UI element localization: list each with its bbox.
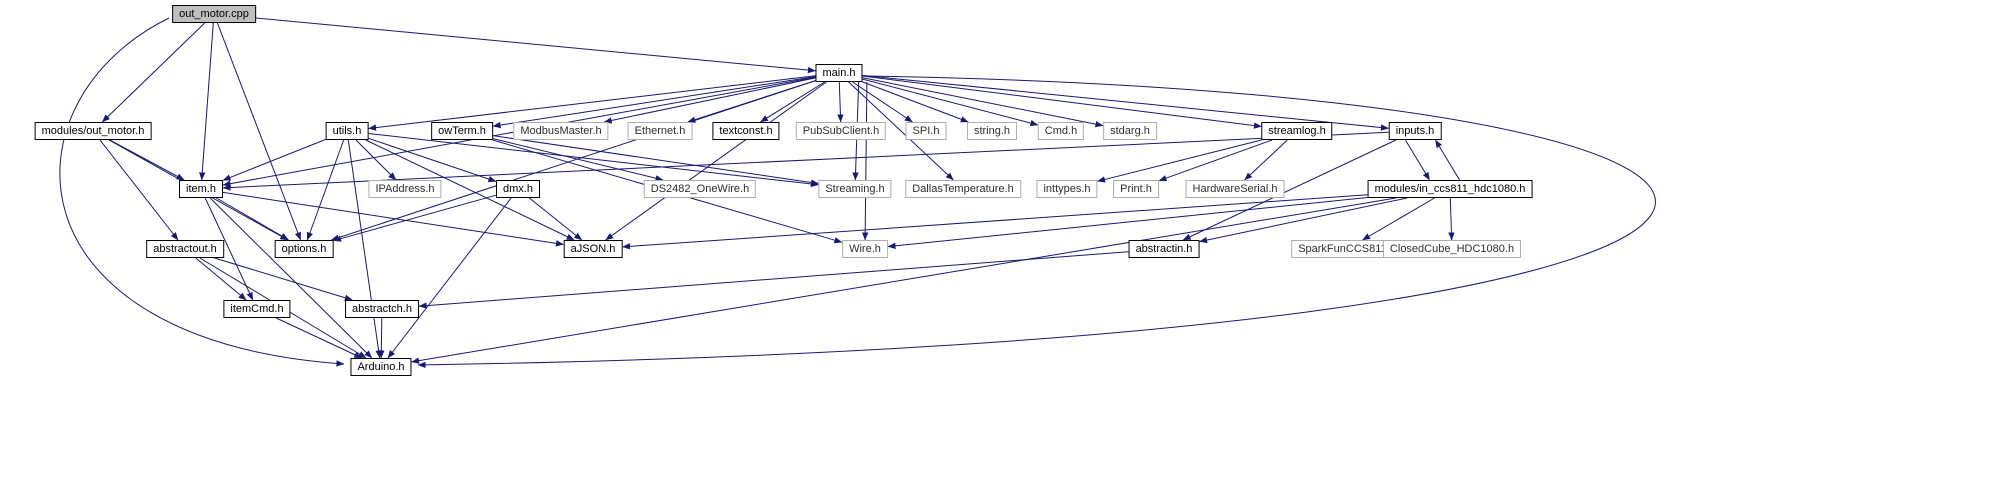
node-dmx_h[interactable]: dmx.h	[496, 180, 540, 198]
edge-utils_h--arduino_h	[347, 139, 382, 359]
edge-modules_in_ccs811_hdc1080_h--wire_h	[887, 197, 1368, 250]
edge-main_h--pubsubclient_h	[837, 81, 844, 123]
edge-main_h--spi_h	[852, 81, 913, 123]
node-modules_in_ccs811_hdc1080_h[interactable]: modules/in_ccs811_hdc1080.h	[1367, 180, 1533, 198]
node-ds2482_onewire_h[interactable]: DS2482_OneWire.h	[643, 180, 757, 198]
edge-main_h--inputs_h	[862, 74, 1389, 131]
edge-modules_in_ccs811_hdc1080_h--abstractin_h	[1199, 197, 1408, 244]
edge-itemcmd_h--arduino_h	[275, 317, 363, 359]
edge-main_h--string_h	[862, 81, 969, 123]
edge-modules_in_ccs811_hdc1080_h--closedcube_hdc1080_h	[1448, 197, 1455, 241]
node-pubsubclient_h[interactable]: PubSubClient.h	[795, 122, 887, 140]
node-abstractout_h[interactable]: abstractout.h	[146, 240, 224, 258]
edge-streamlog_h--print_h	[1158, 139, 1273, 182]
edge-utils_h--streaming_h	[368, 133, 819, 188]
node-streamlog_h[interactable]: streamlog.h	[1261, 122, 1333, 140]
edge-owterm_h--ds2482_onewire_h	[492, 138, 664, 182]
edge-utils_h--dmx_h	[368, 137, 497, 183]
node-abstractch_h[interactable]: abstractch.h	[345, 300, 419, 318]
node-main_h[interactable]: main.h	[815, 64, 863, 82]
edge-dmx_h--arduino_h	[387, 197, 512, 359]
edge-inputs_h--abstractin_h	[1182, 139, 1397, 241]
edge-streamlog_h--inttypes_h	[1097, 139, 1262, 183]
edge-utils_h--ajson_h	[365, 139, 575, 241]
node-sparkfunccs811_h[interactable]: SparkFunCCS811.h	[1291, 240, 1403, 258]
node-arduino_h[interactable]: Arduino.h	[350, 358, 412, 376]
edge-item_h--ajson_h	[222, 191, 564, 247]
node-print_h[interactable]: Print.h	[1113, 180, 1159, 198]
node-streaming_h[interactable]: Streaming.h	[818, 180, 892, 198]
edge-owterm_h--streaming_h	[492, 135, 819, 186]
node-options_h[interactable]: options.h	[274, 240, 334, 258]
edge-abstractout_h--itemcmd_h	[195, 257, 247, 301]
edge-out_motor_cpp--main_h	[255, 17, 816, 74]
edge-utils_h--options_h	[306, 139, 345, 241]
node-owterm_h[interactable]: owTerm.h	[431, 122, 493, 140]
edge-item_h--options_h	[216, 197, 289, 241]
edge-dmx_h--ajson_h	[528, 197, 583, 241]
node-wire_h[interactable]: Wire.h	[842, 240, 888, 258]
edge-streamlog_h--hardwareserial_h	[1244, 139, 1288, 181]
edge-modules_out_motor_h--abstractout_h	[99, 139, 179, 241]
edge-abstractout_h--abstractch_h	[214, 257, 353, 301]
edge-abstractin_h--abstractch_h	[418, 251, 1129, 309]
edge-main_h--utils_h	[368, 75, 816, 131]
node-item_h[interactable]: item.h	[179, 180, 223, 198]
edge-item_h--arduino_h	[209, 197, 373, 359]
edge-out_motor_cpp--item_h	[199, 22, 214, 181]
node-hardwareserial_h[interactable]: HardwareSerial.h	[1185, 180, 1285, 198]
edge-abstractch_h--arduino_h	[378, 317, 385, 359]
edge-inputs_h--item_h	[222, 131, 1389, 191]
edge-modules_out_motor_h--item_h	[109, 139, 185, 181]
edge-main_h--stdarg_h	[862, 77, 1104, 128]
node-out_motor_cpp[interactable]: out_motor.cpp	[172, 5, 256, 23]
node-modbusmaster_h[interactable]: ModbusMaster.h	[513, 122, 609, 140]
edge-main_h--modbusmaster_h	[603, 77, 816, 124]
edge-utils_h--item_h	[222, 139, 326, 181]
node-inputs_h[interactable]: inputs.h	[1388, 122, 1442, 140]
node-ipaddress_h[interactable]: IPAddress.h	[368, 180, 442, 198]
edge-modules_in_ccs811_hdc1080_h--sparkfunccs811_h	[1362, 197, 1435, 241]
edge-modules_in_ccs811_hdc1080_h--ajson_h	[622, 194, 1368, 250]
node-string_h[interactable]: string.h	[966, 122, 1018, 140]
node-stdarg_h[interactable]: stdarg.h	[1103, 122, 1157, 140]
edge-main_h--streamlog_h	[862, 75, 1262, 129]
node-ajson_h[interactable]: aJSON.h	[563, 240, 623, 258]
node-ethernet_h[interactable]: Ethernet.h	[627, 122, 693, 140]
edge-modules_in_ccs811_hdc1080_h--arduino_h	[411, 197, 1396, 364]
edge-main_h--cmd_h	[862, 78, 1039, 127]
edge-main_h--arduino_h	[417, 75, 1656, 369]
node-utils_h[interactable]: utils.h	[325, 122, 369, 140]
edge-utils_h--ipaddress_h	[355, 139, 397, 181]
edge-modules_in_ccs811_hdc1080_h--inputs_h	[1434, 139, 1461, 181]
edge-out_motor_cpp--modules_out_motor_h	[101, 22, 206, 123]
edge-out_motor_cpp--options_h	[216, 22, 302, 241]
node-inttypes_h[interactable]: inttypes.h	[1036, 180, 1098, 198]
node-abstractin_h[interactable]: abstractin.h	[1128, 240, 1200, 258]
edge-out_motor_cpp--arduino_h	[59, 17, 345, 367]
node-spi_h[interactable]: SPI.h	[905, 122, 947, 140]
node-itemcmd_h[interactable]: itemCmd.h	[223, 300, 291, 318]
edge-inputs_h--modules_in_ccs811_hdc1080_h	[1404, 139, 1431, 181]
node-textconst_h[interactable]: textconst.h	[712, 122, 780, 140]
edge-item_h--itemcmd_h	[204, 197, 254, 301]
edge-main_h--ajson_h	[605, 81, 827, 241]
node-dallastemperature_h[interactable]: DallasTemperature.h	[905, 180, 1021, 198]
edge-dmx_h--options_h	[333, 194, 497, 242]
node-modules_out_motor_h[interactable]: modules/out_motor.h	[34, 122, 152, 140]
node-closedcube_hdc1080_h[interactable]: ClosedCube_HDC1080.h	[1382, 240, 1522, 258]
edge-main_h--owterm_h	[492, 76, 816, 129]
edge-main_h--wire_h	[861, 81, 869, 241]
node-cmd_h[interactable]: Cmd.h	[1037, 122, 1085, 140]
edge-main_h--options_h	[331, 80, 816, 241]
edge-main_h--textconst_h	[760, 81, 825, 123]
edge-main_h--dallastemperature_h	[848, 81, 954, 181]
